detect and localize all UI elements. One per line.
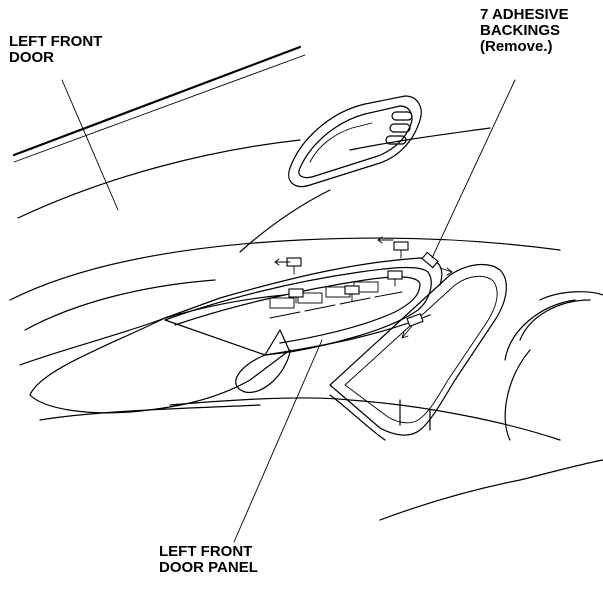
adhesive-backing [401,313,424,339]
door-pocket [329,264,603,441]
callout-door-line1: LEFT FRONT [9,33,103,50]
adhesive-backing [387,270,403,287]
adhesive-backing [344,285,360,302]
callout-left-front-door-panel: LEFT FRONT DOOR PANEL [159,544,258,576]
callout-panel-line1: LEFT FRONT [159,543,253,560]
callout-backings-line1: 7 ADHESIVE [480,6,569,23]
door-upper-edge [12,45,306,163]
armrest-switch-assembly [164,266,432,394]
callout-adhesive-backings: 7 ADHESIVE BACKINGS (Remove.) [480,7,569,55]
callout-left-front-door: LEFT FRONT DOOR [9,34,102,66]
leader-lines [61,79,516,543]
callout-door-line2: DOOR [9,49,54,66]
door-contours [9,127,603,521]
callout-panel-line2: DOOR PANEL [159,559,258,576]
callout-backings-line2: BACKINGS [480,22,561,39]
adhesive-backing [288,288,304,304]
callout-backings-line3: (Remove.) [480,38,553,55]
adhesive-backing [274,257,302,275]
door-handle-bezel [288,95,422,188]
adhesive-backing [377,236,409,259]
adhesive-backings [274,236,453,339]
